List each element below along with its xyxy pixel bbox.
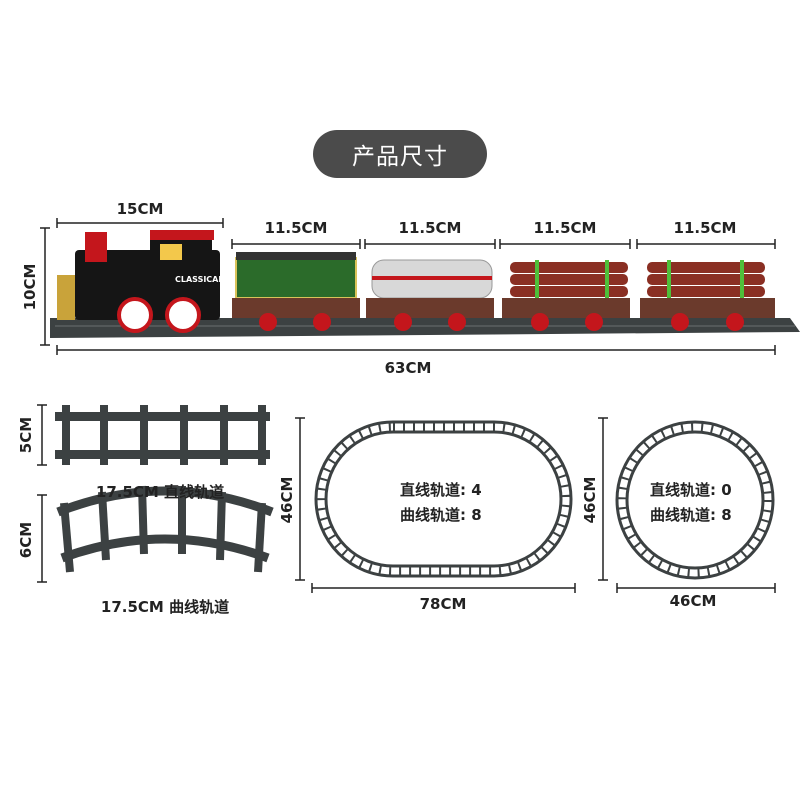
circle-width-label: 46CM	[669, 592, 717, 610]
dimension-lines	[37, 218, 776, 593]
oval-straight-count: 直线轨道: 4	[400, 481, 482, 499]
dim-straight-h	[37, 404, 47, 466]
dim-total	[56, 345, 776, 355]
oval-width-label: 78CM	[419, 595, 467, 613]
straight-height-label: 5CM	[17, 416, 35, 454]
tank-car	[366, 259, 494, 331]
train-total-length-label: 63CM	[384, 359, 432, 377]
dim-oval-h	[295, 417, 305, 581]
oval-height-label: 46CM	[278, 476, 296, 524]
straight-track-label: 17.5CM 直线轨道	[95, 483, 225, 501]
loco-logo: CLASSICAL	[175, 275, 223, 284]
title-badge: 产品尺寸	[313, 130, 487, 178]
dim-car-3	[499, 239, 631, 249]
dim-car-2	[364, 239, 496, 249]
dim-loco	[56, 218, 224, 228]
train-height-label: 10CM	[21, 263, 39, 311]
car-3-length-label: 11.5CM	[533, 219, 597, 237]
loco-length-label: 15CM	[116, 200, 164, 218]
car-1-length-label: 11.5CM	[264, 219, 328, 237]
straight-track-piece	[55, 405, 270, 465]
dim-circle-w	[616, 583, 776, 593]
locomotive: CLASSICAL	[57, 230, 223, 333]
circle-height-label: 46CM	[581, 476, 599, 524]
car-2-length-label: 11.5CM	[398, 219, 462, 237]
dim-car-4	[636, 239, 776, 249]
curved-height-label: 6CM	[17, 521, 35, 559]
curved-track-piece	[56, 485, 274, 573]
curved-track-label: 17.5CM 曲线轨道	[100, 598, 230, 616]
circle-straight-count: 直线轨道: 0	[650, 481, 732, 499]
log-car-1	[502, 260, 630, 331]
oval-curve-count: 曲线轨道: 8	[400, 506, 482, 524]
dim-height	[40, 227, 50, 346]
dim-car-1	[231, 239, 361, 249]
coal-car	[232, 252, 360, 331]
log-car-2	[640, 260, 775, 331]
car-4-length-label: 11.5CM	[673, 219, 737, 237]
circle-curve-count: 曲线轨道: 8	[650, 506, 732, 524]
oval-track-layout	[314, 420, 573, 578]
circle-track-layout	[615, 420, 775, 580]
dim-curve-h	[37, 494, 47, 583]
dim-circle-h	[598, 417, 608, 581]
dim-oval-w	[311, 583, 576, 593]
